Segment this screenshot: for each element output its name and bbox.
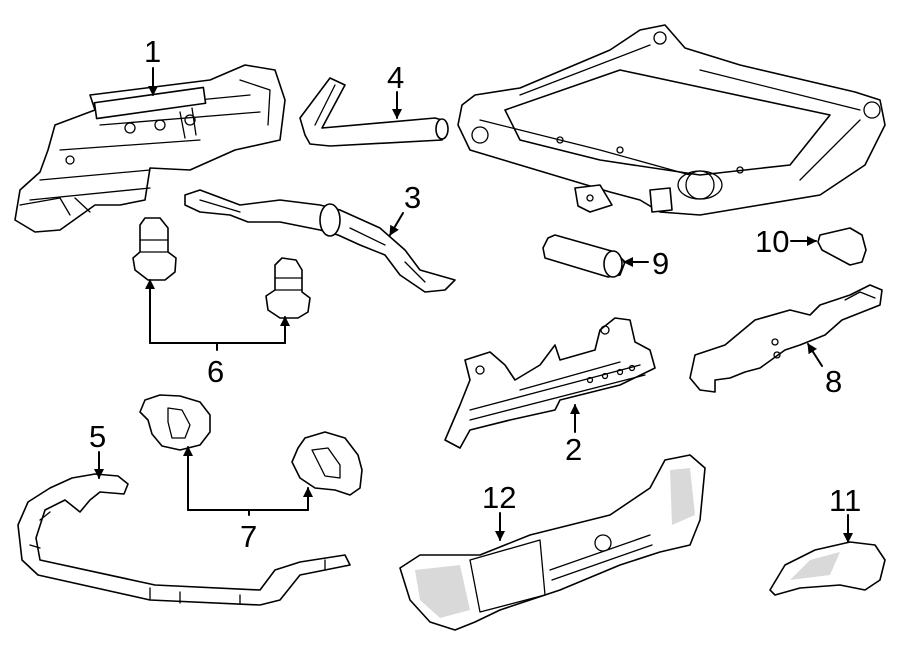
part-1-track-assembly (14, 64, 286, 233)
part-10-cap (817, 227, 867, 266)
callout-6: 6 (207, 354, 224, 389)
part-5-tube (17, 473, 351, 606)
callout-2: 2 (565, 432, 582, 467)
part-7-clip-a (139, 394, 211, 451)
callout-9: 9 (652, 246, 669, 281)
callout-labels: 1 4 3 6 5 7 2 8 9 10 11 12 (89, 34, 861, 554)
callout-7: 7 (240, 519, 257, 554)
part-9-bushing (542, 234, 626, 278)
part-6-fastener-a (132, 217, 177, 281)
callout-1: 1 (144, 34, 161, 69)
callout-5: 5 (89, 419, 106, 454)
callout-10: 10 (755, 224, 789, 259)
callout-11: 11 (829, 483, 861, 518)
callout-3: 3 (404, 180, 421, 215)
part-3-cable (184, 189, 456, 293)
callout-4: 4 (387, 60, 404, 95)
part-2-lower-track (444, 317, 656, 449)
part-11-lever (769, 541, 886, 596)
callout-12: 12 (482, 480, 516, 515)
callout-8: 8 (825, 364, 842, 399)
part-4-rod (299, 77, 449, 147)
part-8-bracket (689, 284, 883, 393)
part-7-clip-b (291, 431, 363, 496)
seat-frame (457, 24, 886, 216)
part-12-trim-panel (399, 454, 706, 631)
leader-lines (94, 67, 853, 543)
part-6-fastener-b (265, 257, 311, 319)
